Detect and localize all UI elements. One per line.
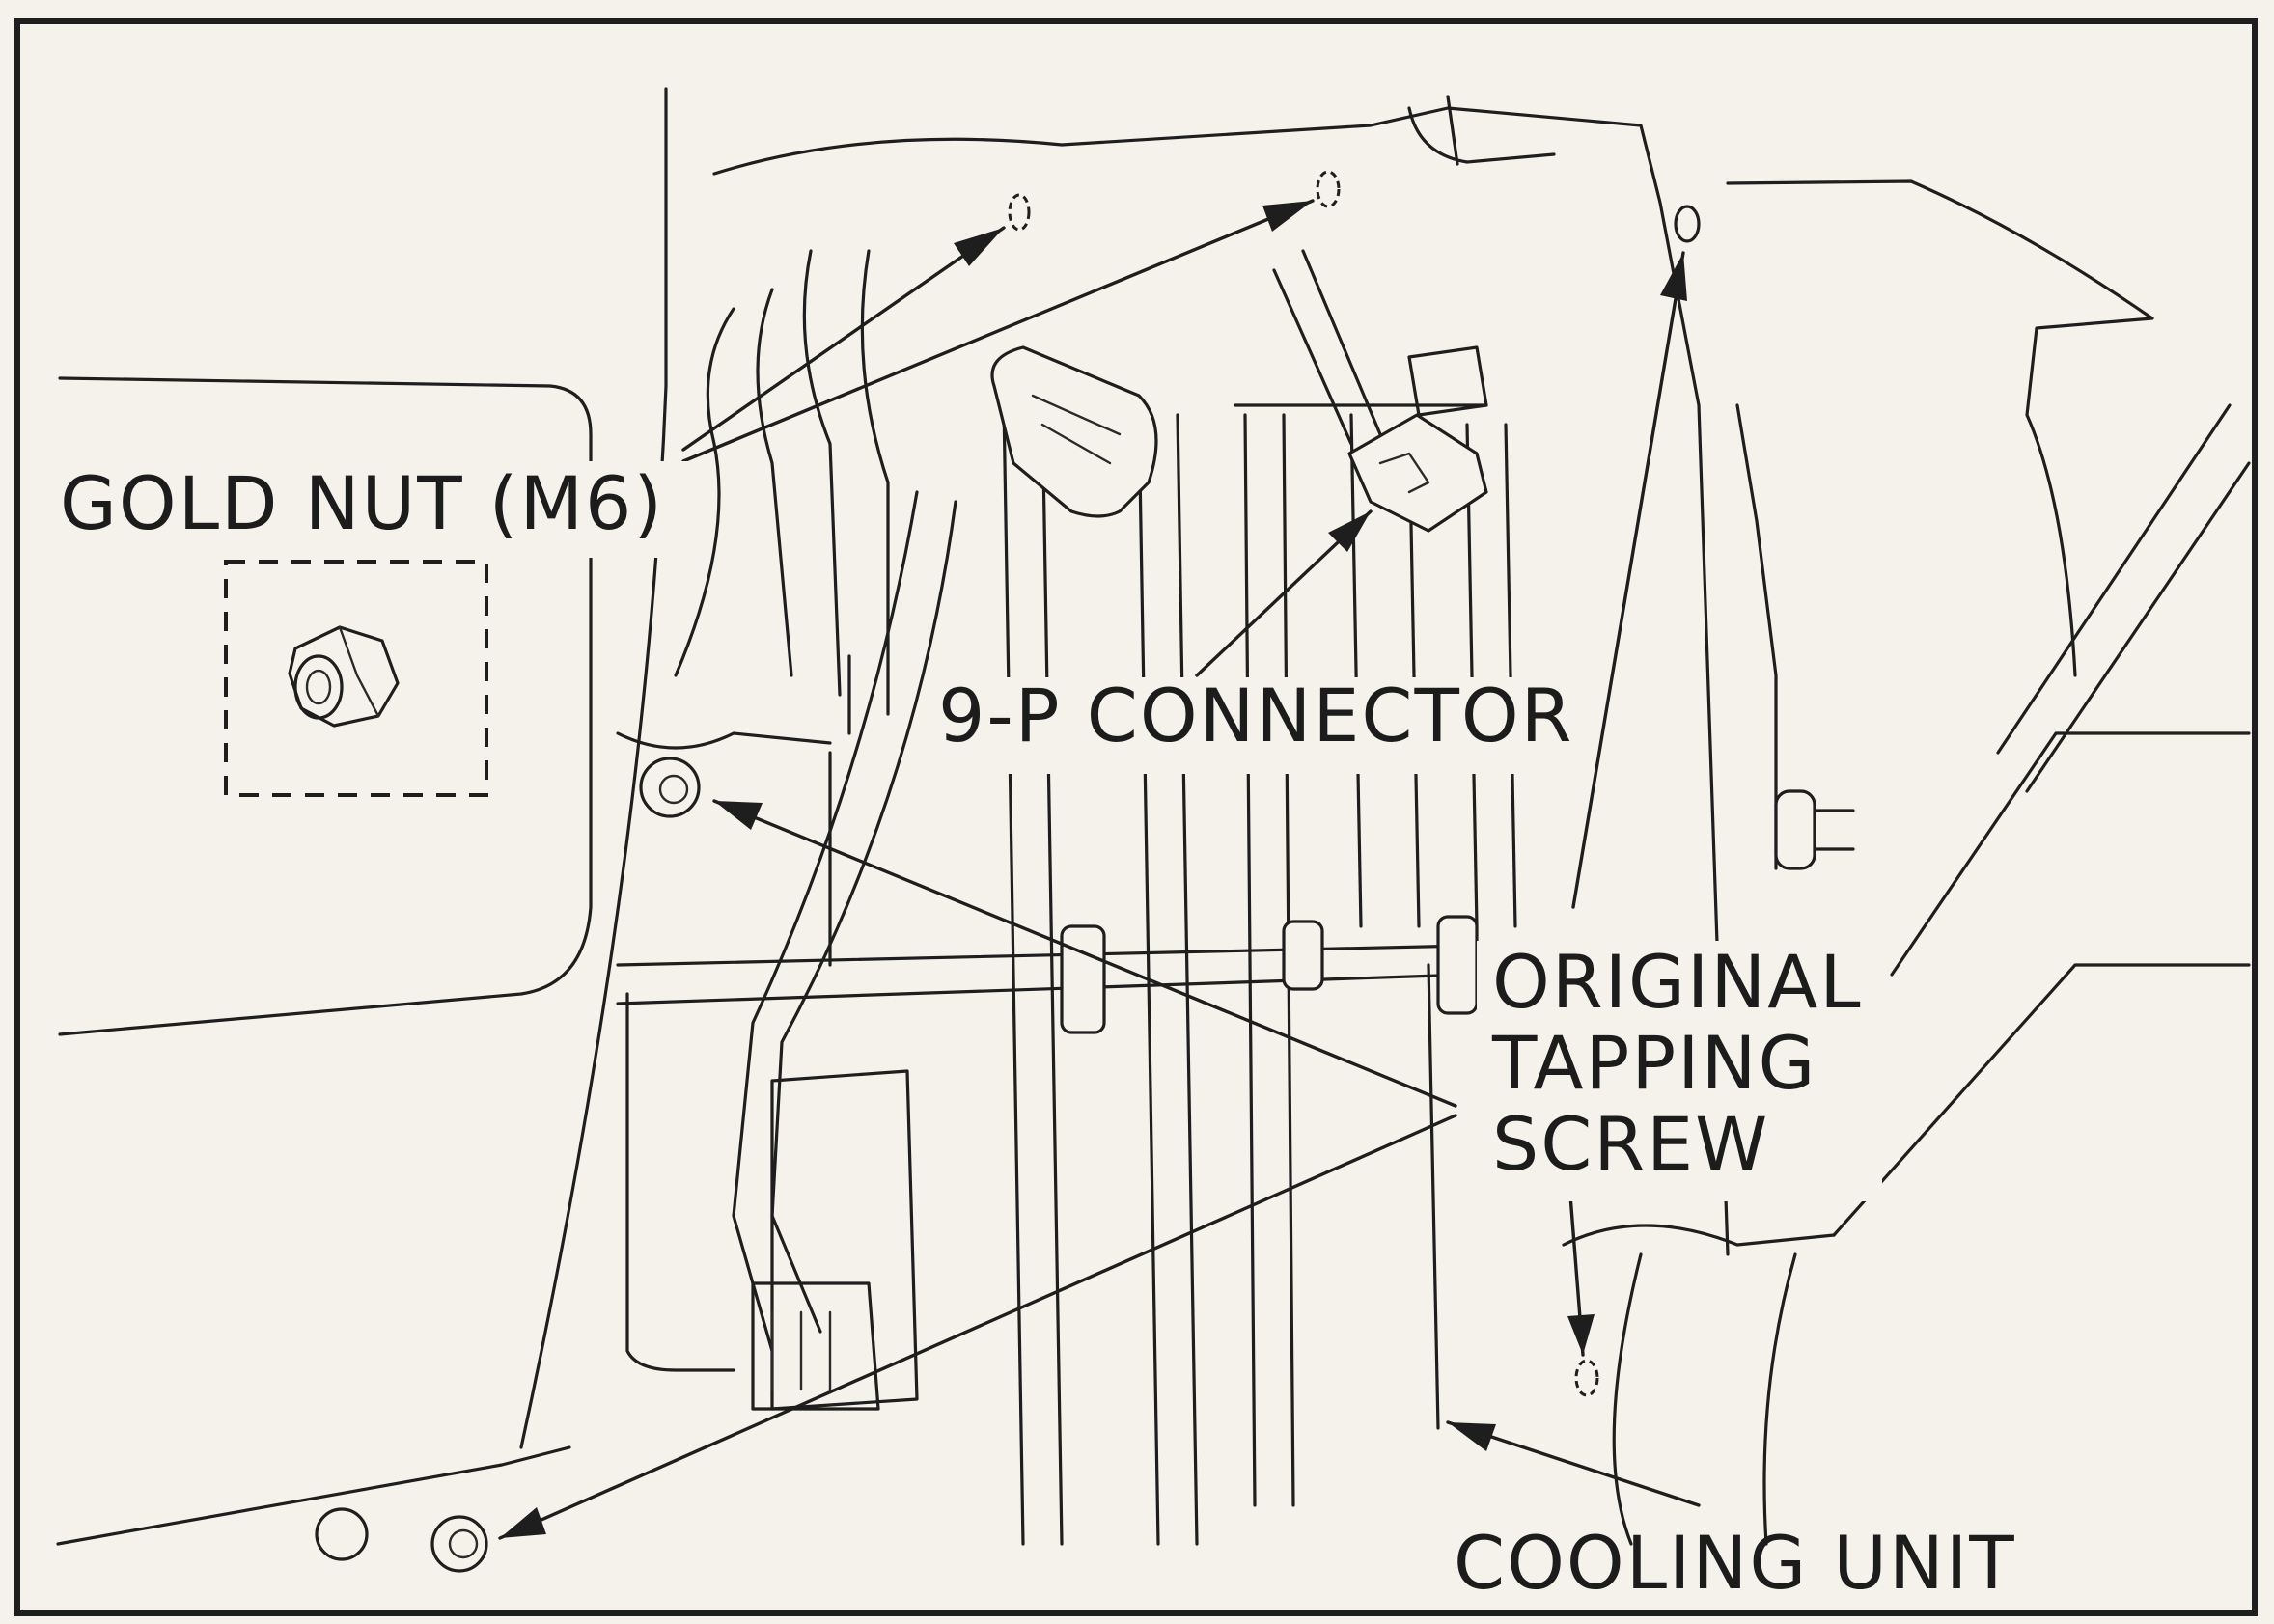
- coupler-small: [990, 345, 1158, 518]
- diagram-frame: [14, 18, 2258, 1616]
- label-cooling-unit: COOLING UNIT: [1454, 1520, 2016, 1606]
- screw-hole-top-left: [1008, 193, 1031, 232]
- leader-tapping-screw-top: [1571, 251, 1687, 909]
- dashboard-panel: [56, 87, 668, 1546]
- leader-tapping-screw-bottom: [498, 1114, 1457, 1540]
- mounting-rod: [616, 789, 1855, 1034]
- leader-gold-nut-to-holes: [681, 199, 1315, 463]
- nine-pin-connector: [1272, 249, 1488, 533]
- wire-harness: [616, 249, 957, 1353]
- screw-hole-bottom-right: [1574, 1359, 1599, 1397]
- tapping-screw-top-right: [1674, 205, 1701, 243]
- leader-connector: [1195, 509, 1373, 677]
- leader-tapping-screw-left: [712, 799, 1457, 1108]
- leader-tapping-screw-lower: [1567, 1181, 1595, 1357]
- gold-nut-inset: [224, 560, 488, 797]
- label-screw-line3: SCREW: [1492, 1101, 1769, 1187]
- lower-module: [625, 992, 919, 1411]
- cooling-unit-housing: [712, 95, 2251, 1546]
- label-screw-line1: ORIGINAL: [1492, 939, 1863, 1025]
- screw-hole-top-mid: [1316, 170, 1341, 208]
- label-gold-nut: GOLD NUT (M6): [60, 460, 664, 546]
- leader-cooling-unit: [1446, 1420, 1701, 1507]
- tapping-screw-bottom: [315, 1507, 488, 1573]
- tapping-screw-left: [639, 757, 701, 818]
- gold-nut-icon: [288, 625, 400, 728]
- label-connector: 9-P CONNECTOR: [938, 673, 1574, 758]
- gold-nut-dashed-box: [224, 560, 488, 797]
- label-screw-line2: TAPPING: [1491, 1020, 1816, 1106]
